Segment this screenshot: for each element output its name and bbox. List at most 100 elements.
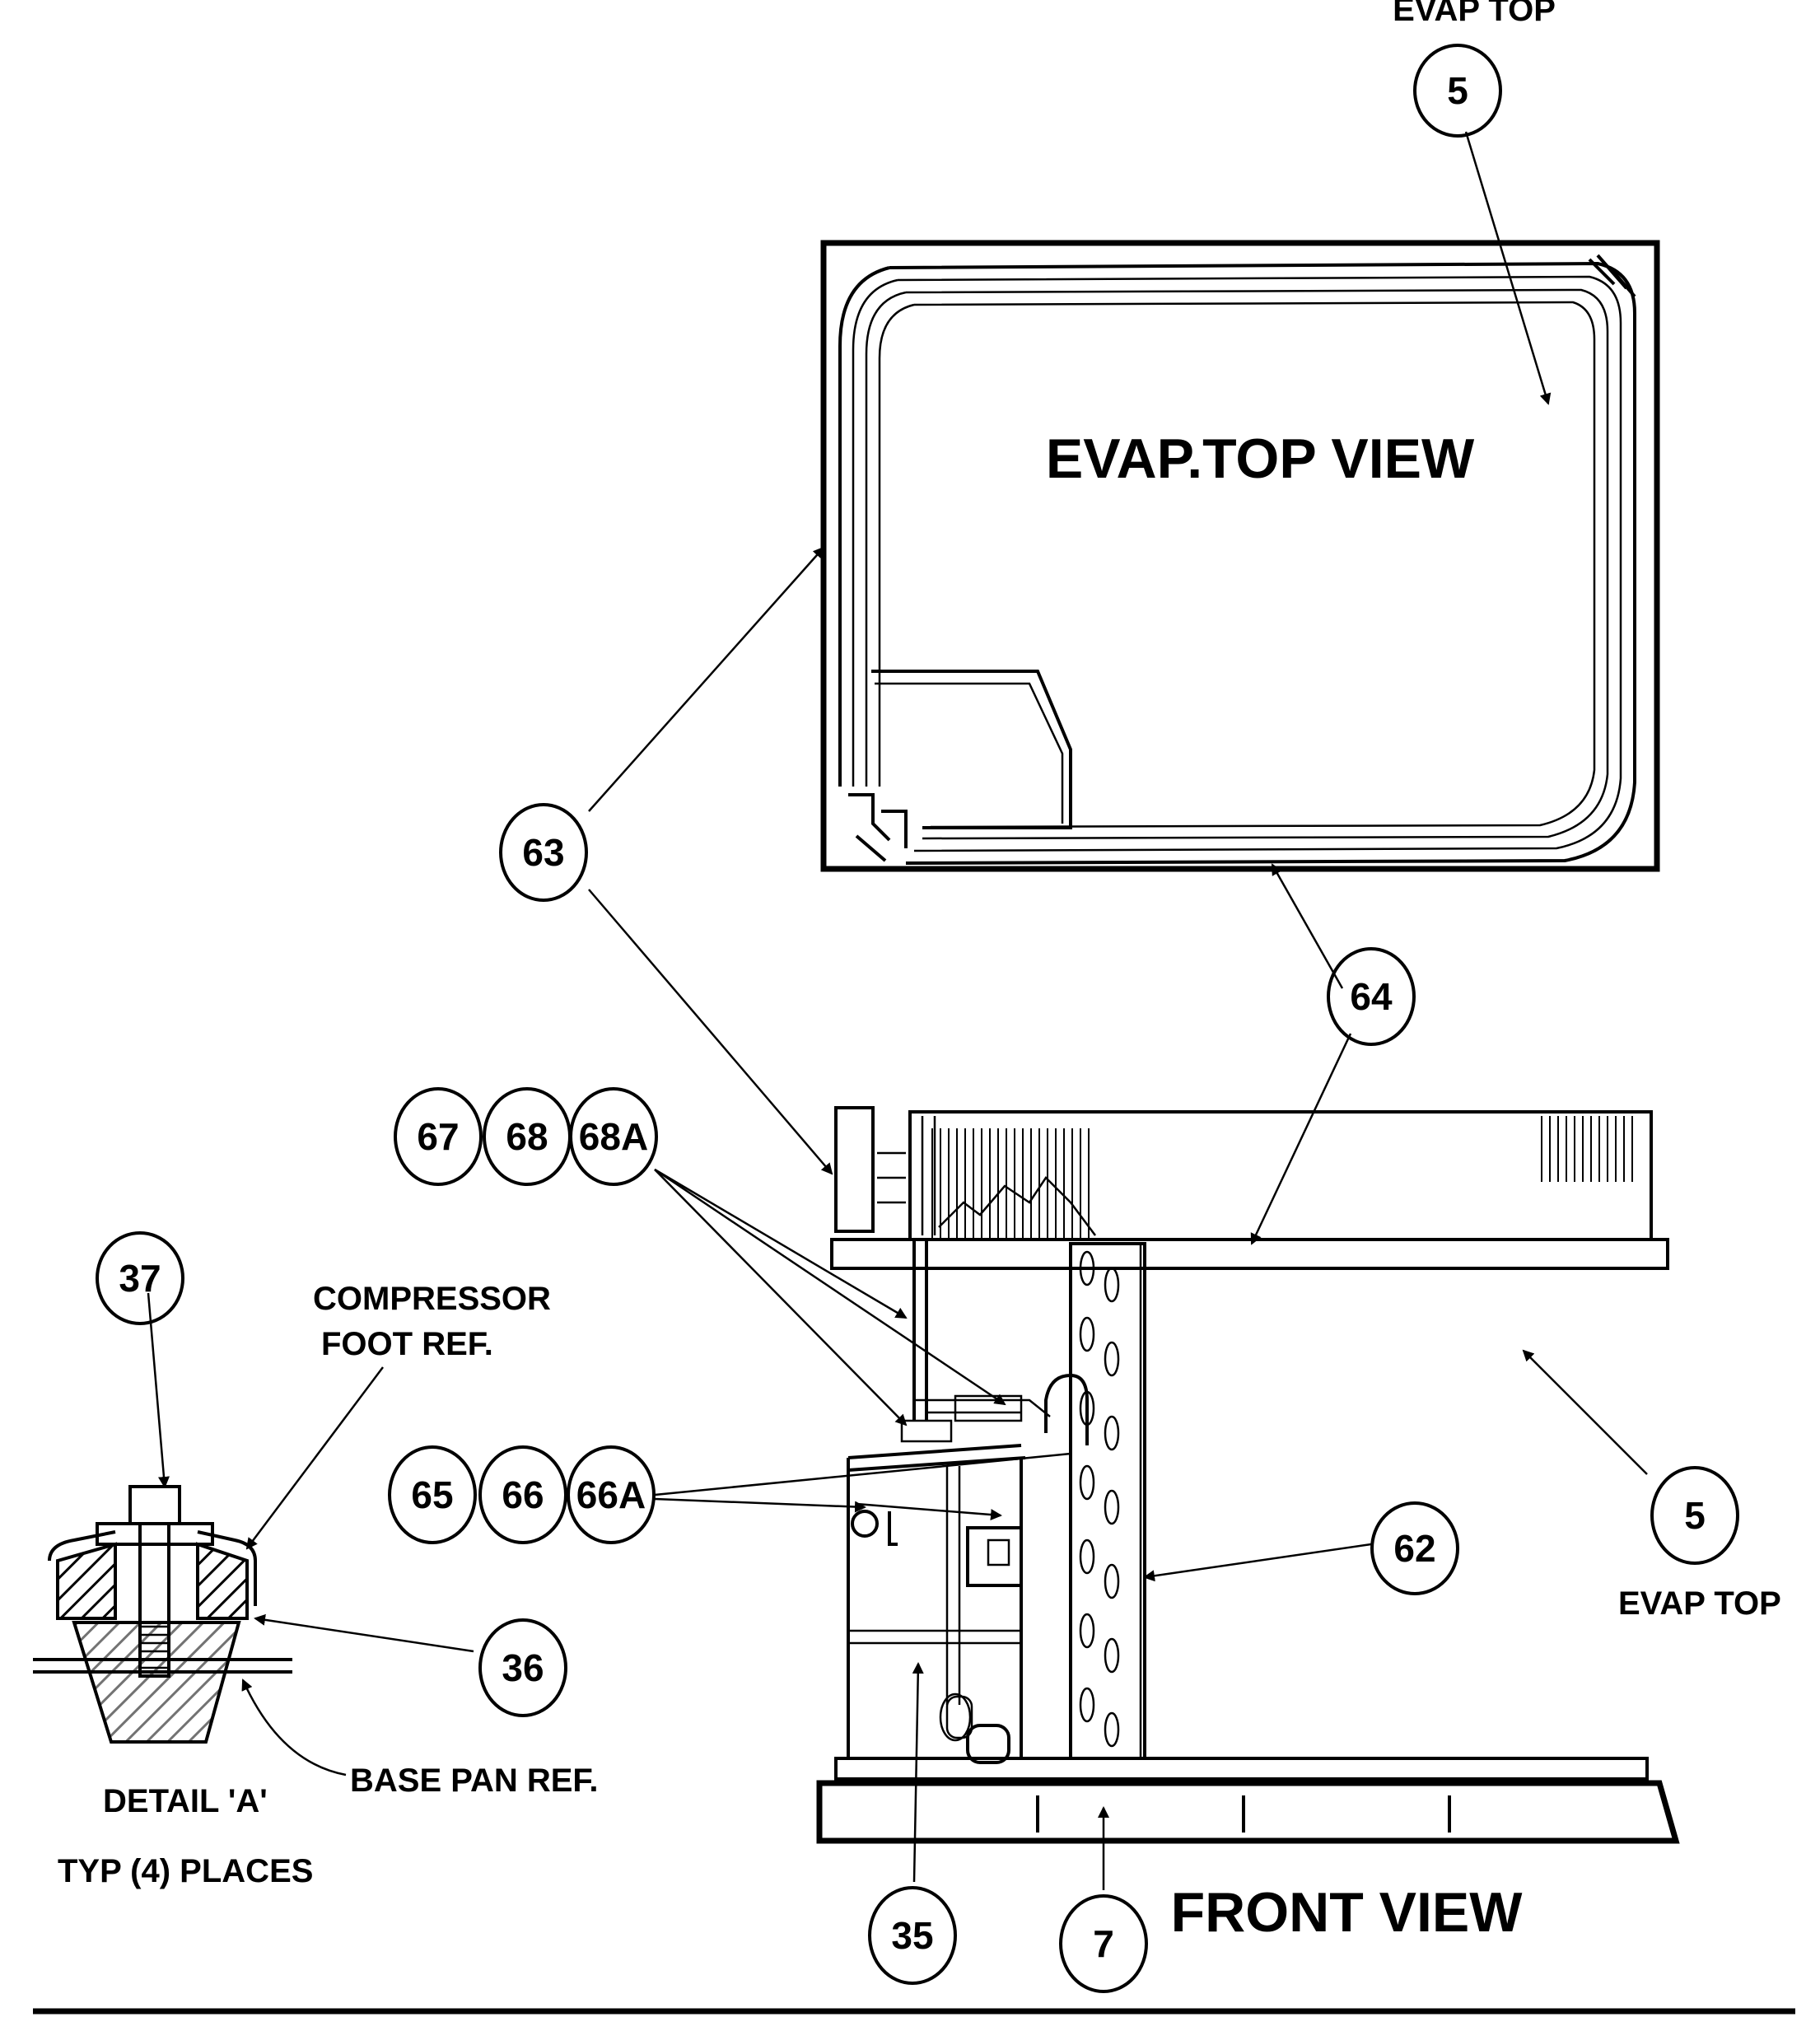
svg-text:66: 66 bbox=[502, 1473, 544, 1516]
compressor-foot-ref-line1: COMPRESSOR bbox=[313, 1281, 551, 1317]
overload-box bbox=[966, 1526, 1023, 1587]
callout-64: 64 bbox=[1327, 947, 1416, 1046]
callout-62: 62 bbox=[1370, 1501, 1459, 1595]
header-tubes bbox=[908, 1116, 936, 1235]
callout-36: 36 bbox=[478, 1618, 567, 1717]
inner-trapezoid bbox=[871, 670, 1072, 829]
leader-5-right bbox=[1522, 1349, 1648, 1475]
leader-68a-a bbox=[654, 1169, 908, 1426]
terminal-box bbox=[966, 1724, 1010, 1764]
callout-68: 68 bbox=[483, 1087, 572, 1186]
evap-coil-fins-left bbox=[931, 1128, 1095, 1240]
callout-63: 63 bbox=[499, 803, 588, 902]
svg-text:67: 67 bbox=[417, 1115, 459, 1158]
bolt-head bbox=[128, 1485, 181, 1525]
coil-tube-left-inner bbox=[865, 291, 907, 787]
callout-7: 7 bbox=[1059, 1894, 1148, 1993]
typ-places-label: TYP (4) PLACES bbox=[58, 1853, 313, 1889]
base-pan-ref: BASE PAN REF. bbox=[350, 1763, 599, 1799]
base-pan-ribs bbox=[1036, 1795, 1451, 1833]
base-pan bbox=[816, 1780, 1680, 1844]
leader-lines bbox=[147, 131, 1648, 1890]
detail-a-label: DETAIL 'A' bbox=[103, 1783, 268, 1819]
callouts: 5 63 64 67 68 68A 37 65 bbox=[96, 44, 1739, 1993]
leader-36 bbox=[254, 1613, 474, 1653]
condenser-hairpins bbox=[1079, 1250, 1120, 1748]
svg-text:63: 63 bbox=[522, 831, 564, 874]
front-view-title: FRONT VIEW bbox=[1171, 1881, 1524, 1944]
washer bbox=[96, 1522, 214, 1546]
leader-compressor-foot bbox=[245, 1366, 384, 1550]
detail-a-drawing bbox=[33, 1485, 292, 1744]
svg-text:7: 7 bbox=[1093, 1922, 1114, 1965]
callout-67: 67 bbox=[394, 1087, 483, 1186]
evap-top-view bbox=[820, 240, 1660, 872]
grommet-left bbox=[56, 1542, 117, 1620]
svg-text:5: 5 bbox=[1447, 69, 1468, 112]
compressor-foot-ref-line2: FOOT REF. bbox=[321, 1326, 493, 1362]
callout-37: 37 bbox=[96, 1231, 184, 1325]
callout-5-right: 5 bbox=[1650, 1466, 1739, 1565]
drier bbox=[954, 1394, 1023, 1422]
leader-66a-a bbox=[654, 1452, 1071, 1496]
liquid-line bbox=[914, 1398, 1051, 1417]
callout-65: 65 bbox=[388, 1445, 477, 1544]
fitting-65 bbox=[851, 1510, 879, 1538]
left-header-plate bbox=[834, 1106, 875, 1233]
leader-5-top bbox=[1464, 131, 1552, 405]
fitting-66 bbox=[888, 1511, 898, 1546]
discharge-line bbox=[847, 1444, 1026, 1472]
compressor-body bbox=[847, 1458, 1023, 1760]
leader-66a-c bbox=[856, 1502, 1002, 1521]
coil-tube-inner2 bbox=[913, 301, 1596, 829]
coil-tube-mid bbox=[897, 275, 1622, 852]
inner-trapezoid-inner bbox=[875, 682, 1064, 824]
evap-top-view-title: EVAP.TOP VIEW bbox=[1046, 427, 1475, 490]
leader-63-top bbox=[588, 546, 825, 812]
coil-tube-left-mid bbox=[852, 278, 898, 787]
access-valve bbox=[900, 1419, 953, 1443]
coil-tube-left-outer bbox=[838, 266, 890, 787]
base-pan-top bbox=[834, 1757, 1649, 1781]
fin-edge bbox=[938, 1176, 1096, 1236]
leader-37 bbox=[147, 1292, 170, 1488]
coil-tube-left-inner2 bbox=[878, 303, 915, 787]
overload-inner bbox=[987, 1538, 1010, 1566]
condenser-coil bbox=[1069, 1242, 1146, 1760]
leader-62 bbox=[1143, 1543, 1372, 1582]
evap-top-header: EVAP TOP bbox=[1393, 0, 1556, 28]
callout-5-top: 5 bbox=[1413, 44, 1502, 138]
corner-fittings bbox=[848, 254, 1636, 862]
evap-coil-fins-right bbox=[1540, 1116, 1639, 1182]
labels: EVAP TOP EVAP.TOP VIEW FRONT VIEW COMPRE… bbox=[58, 0, 1781, 1944]
svg-text:37: 37 bbox=[119, 1257, 161, 1300]
front-view bbox=[816, 1106, 1680, 1844]
coil-tube-inner bbox=[905, 288, 1609, 840]
leader-64-front bbox=[1250, 1033, 1352, 1245]
svg-text:35: 35 bbox=[891, 1914, 933, 1957]
header-connections bbox=[877, 1151, 906, 1204]
svg-text:5: 5 bbox=[1684, 1494, 1706, 1537]
leader-68a-b bbox=[654, 1168, 1006, 1406]
svg-text:62: 62 bbox=[1393, 1527, 1435, 1570]
svg-text:68: 68 bbox=[506, 1115, 548, 1158]
leader-35 bbox=[912, 1662, 924, 1883]
leader-63-front bbox=[588, 889, 833, 1175]
coil-tube-outer bbox=[889, 261, 1636, 865]
suction-line bbox=[912, 1240, 928, 1421]
leader-66a-b bbox=[654, 1497, 866, 1513]
evap-top-frame bbox=[820, 240, 1660, 872]
evap-top-plate bbox=[830, 1238, 1669, 1270]
process-tube-end bbox=[939, 1692, 972, 1742]
compressor-band bbox=[848, 1629, 1021, 1645]
svg-text:64: 64 bbox=[1350, 975, 1393, 1018]
callout-66a: 66A bbox=[567, 1445, 656, 1544]
callout-35: 35 bbox=[868, 1886, 957, 1985]
leader-base-pan bbox=[241, 1678, 347, 1777]
svg-text:68A: 68A bbox=[579, 1115, 648, 1158]
evap-top-right-label: EVAP TOP bbox=[1618, 1585, 1781, 1622]
grommet-right bbox=[196, 1542, 249, 1620]
mount-base bbox=[72, 1621, 241, 1744]
